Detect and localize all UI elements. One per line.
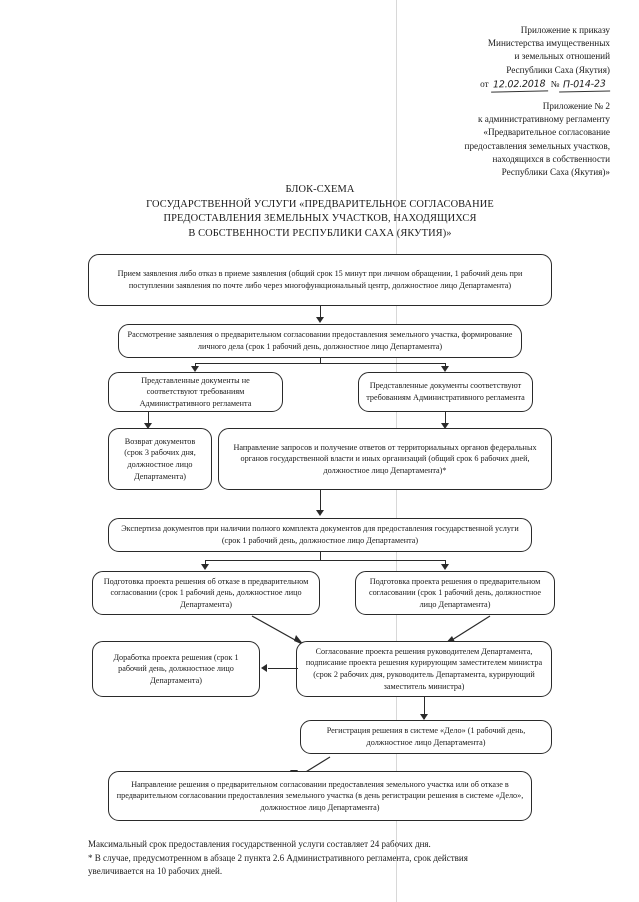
flow-node-review-application: Рассмотрение заявления о предварительном… — [118, 324, 522, 358]
flow-node-receive-application: Прием заявления либо отказ в приеме заяв… — [88, 254, 552, 306]
title-line: ГОСУДАРСТВЕННОЙ УСЛУГИ «ПРЕДВАРИТЕЛЬНОЕ … — [146, 198, 494, 210]
header-line: Приложение № 2 — [542, 101, 610, 111]
flow-node-approve-draft-decision: Согласование проекта решения руководител… — [296, 641, 552, 697]
footer-notes: Максимальный срок предоставления государ… — [88, 838, 608, 879]
title-line: БЛОК-СХЕМА — [285, 184, 355, 195]
page-title: БЛОК-СХЕМА ГОСУДАРСТВЕННОЙ УСЛУГИ «ПРЕДВ… — [40, 183, 600, 241]
flow-node-text: Прием заявления либо отказ в приеме заяв… — [117, 269, 523, 290]
connector-n7-down — [320, 552, 321, 560]
title-line: В СОБСТВЕННОСТИ РЕСПУБЛИКИ САХА (ЯКУТИЯ)… — [188, 227, 452, 239]
header-line: и земельных отношений — [514, 51, 610, 62]
header-line: «Предварительное согласование — [483, 127, 610, 138]
connector-n11-n12 — [424, 697, 425, 719]
flow-node-prepare-refusal-decision: Подготовка проекта решения об отказе в п… — [92, 571, 320, 615]
connector-n3-n5 — [148, 412, 149, 426]
flow-node-documents-compliant: Представленные документы соответствуют т… — [358, 372, 533, 412]
header-line: предоставления земельных участков, — [464, 140, 610, 151]
arrowhead-n7-n8 — [201, 564, 209, 570]
arrowhead-n2-n4 — [441, 366, 449, 372]
arrowhead-n7-n9 — [441, 564, 449, 570]
connector-n11-n10 — [268, 668, 298, 669]
flow-node-return-documents: Возврат документов (срок 3 рабочих дня, … — [108, 428, 212, 490]
footer-line-footnote-2: увеличивается на 10 рабочих дней. — [88, 866, 223, 877]
flow-node-register-decision: Регистрация решения в системе «Дело» (1 … — [300, 720, 552, 754]
flow-node-text: Регистрация решения в системе «Дело» (1 … — [326, 726, 526, 747]
connector-n4-n6 — [445, 412, 446, 426]
flow-node-documents-not-compliant: Представленные документы не соответствую… — [108, 372, 283, 412]
number-symbol-label: № — [550, 78, 560, 89]
flow-node-text: Подготовка проекта решения о предварител… — [368, 576, 542, 609]
arrowhead-n11-n12 — [420, 714, 428, 720]
header-line: Республики Саха (Якутия) — [506, 64, 610, 75]
connector-n2-down — [320, 358, 321, 363]
date-prefix-label: от — [480, 78, 489, 89]
flow-node-revise-draft-decision: Доработка проекта решения (срок 1 рабочи… — [92, 641, 260, 697]
arrowhead-n11-n10 — [261, 664, 267, 672]
flow-node-text: Представленные документы не соответствую… — [139, 375, 252, 408]
flow-node-prepare-approval-decision: Подготовка проекта решения о предварител… — [355, 571, 555, 615]
header-приложение-к-приказу: Приложение к приказу Министерства имущес… — [330, 24, 611, 93]
header-line: Приложение к приказу — [520, 25, 610, 35]
arrowhead-n1-n2 — [316, 317, 324, 323]
arrowhead-n3-n5 — [144, 423, 152, 429]
footer-line-max-term: Максимальный срок предоставления государ… — [88, 839, 431, 849]
header-line: находящихся в собственности — [492, 153, 611, 164]
arrowhead-n4-n6 — [441, 423, 449, 429]
flow-node-text: Направление решения о предварительном со… — [116, 779, 524, 812]
footer-line-footnote-1: * В случае, предусмотренном в абзаце 2 п… — [88, 852, 468, 863]
flow-node-text: Экспертиза документов при наличии полног… — [121, 524, 519, 545]
flow-node-text: Подготовка проекта решения об отказе в п… — [103, 576, 309, 609]
flow-node-text: Возврат документов (срок 3 рабочих дня, … — [124, 436, 196, 481]
header-line: Министерства имущественных — [487, 38, 610, 49]
arrowhead-n6-n7 — [316, 510, 324, 516]
header-приложение-номер-2: Приложение № 2 к административному регла… — [330, 100, 610, 179]
connector-n6-n7 — [320, 490, 321, 513]
flow-node-text: Рассмотрение заявления о предварительном… — [127, 330, 513, 351]
flow-node-text: Направление запросов и получение ответов… — [233, 442, 537, 475]
flow-node-send-decision: Направление решения о предварительном со… — [108, 771, 532, 821]
title-line: ПРЕДОСТАВЛЕНИЯ ЗЕМЕЛЬНЫХ УЧАСТКОВ, НАХОД… — [163, 213, 477, 224]
connector-split-bus — [195, 363, 445, 364]
connector-n1-n2 — [320, 306, 321, 320]
connector-split-bus-2 — [205, 560, 445, 561]
flow-node-document-expertise: Экспертиза документов при наличии полног… — [108, 518, 532, 552]
flow-node-text: Согласование проекта решения руководител… — [305, 646, 543, 691]
flow-node-send-requests: Направление запросов и получение ответов… — [218, 428, 552, 490]
arrowhead-n2-n3 — [191, 366, 199, 372]
header-line: Республики Саха (Якутия)» — [501, 167, 610, 178]
header-line: к административному регламенту — [478, 114, 610, 125]
flow-node-text: Представленные документы соответствуют т… — [366, 381, 525, 402]
flow-node-text: Доработка проекта решения (срок 1 рабочи… — [113, 652, 239, 685]
